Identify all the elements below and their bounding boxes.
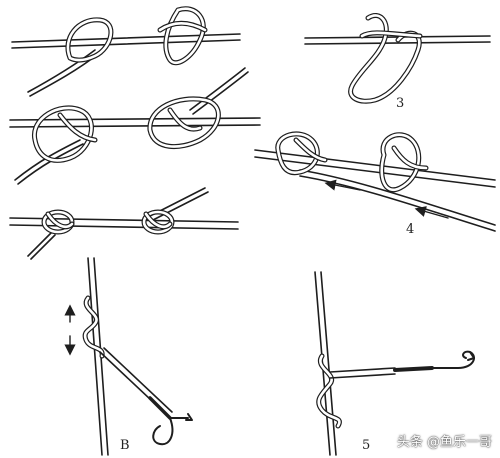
- watermark: 头条 @鱼乐一哥: [396, 435, 492, 450]
- panel-4-pull-together: [254, 131, 496, 232]
- step-b-label: B: [120, 438, 130, 453]
- panel-1-loop-knot: [11, 6, 241, 97]
- panel-5-finished-knot: [9, 187, 239, 260]
- panel-2-double-loop: [9, 67, 261, 185]
- panel-b-hook-knot: [64, 257, 193, 456]
- panel-5-hook-knot: [314, 271, 475, 456]
- step-5-label: 5: [362, 438, 371, 453]
- step-3-label: 3: [396, 96, 405, 111]
- panel-3-single-loop: [304, 13, 491, 104]
- step-4-label: 4: [406, 222, 415, 237]
